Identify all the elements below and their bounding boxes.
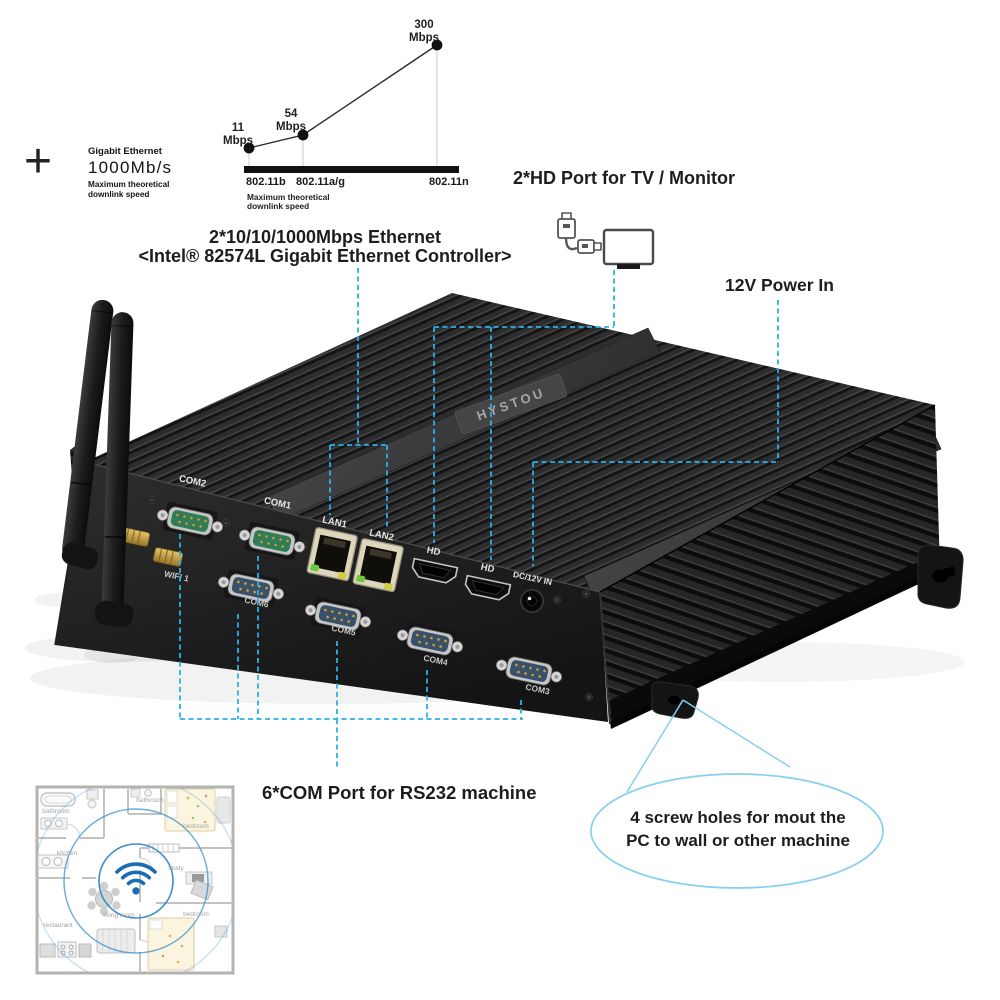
antenna-elbow-2: [94, 600, 134, 628]
wifi-icon: [115, 862, 157, 895]
tick-802-11b: 802.11b: [246, 176, 286, 188]
port-com4: [394, 619, 466, 663]
monitor-icon: [602, 228, 655, 269]
chart-caption-line2: downlink speed: [247, 201, 309, 211]
port-com3: [493, 649, 565, 693]
wifi-range-circles: [38, 788, 232, 972]
data-point-802-11n: [431, 39, 443, 51]
room-living: living room: [103, 912, 134, 919]
gigabit-caption-line1: Maximum theoretical: [88, 180, 170, 189]
ethernet-callout-line2: <Intel® 82574L Gigabit Ethernet Controll…: [138, 246, 512, 267]
room-bedroom1: bedroom: [183, 823, 209, 830]
ethernet-callout-line: [329, 268, 388, 528]
point-value-1: 11: [232, 122, 245, 134]
point-unit-3: Mbps: [409, 32, 439, 44]
chart-axis: [244, 166, 459, 173]
port-lan2: [352, 537, 405, 593]
port-com6: [215, 566, 287, 610]
hdmi-cable-icon: [557, 212, 602, 254]
annotation-dashed-lines: [179, 268, 779, 770]
power-callout-line: [532, 300, 779, 566]
ethernet-callout-line1: 2*10/10/1000Mbps Ethernet: [208, 227, 442, 247]
screw-holes-line1: 4 screw holes for mout the: [630, 808, 846, 827]
floorplan-room-labels: bathroom bathroom bedroom kitchen study …: [42, 797, 209, 929]
room-study: study: [168, 865, 184, 872]
wifi-speed-chart: 11 Mbps 54 Mbps 300 Mbps 802.11b 802.11a…: [223, 19, 469, 211]
power-callout-text: 12V Power In: [725, 275, 834, 295]
label-lan1: LAN1: [321, 515, 348, 531]
point-unit-1: Mbps: [223, 135, 253, 147]
gigabit-caption-line2: downlink speed: [88, 189, 150, 199]
data-point-802-11b: [243, 142, 255, 154]
room-kitchen: kitchen: [57, 850, 78, 857]
sma-connector-2: [152, 547, 184, 567]
point-value-2: 54: [285, 108, 298, 120]
hd-callout-line: [433, 270, 615, 560]
point-unit-2: Mbps: [276, 121, 306, 133]
screw-callout-pointer-lines: [626, 699, 791, 793]
room-bedroom2: bedroom: [183, 911, 209, 918]
wifi-antenna-1: [62, 299, 114, 561]
port-com5: [302, 594, 374, 638]
room-restaurant: restaurant: [43, 922, 72, 929]
plus-icon: +: [24, 135, 53, 188]
hdmi-monitor-icon: [557, 212, 655, 269]
gigabit-ethernet-note: Gigabit Ethernet 1000Mb/s Maximum theore…: [88, 146, 172, 199]
com-callout-line: [179, 534, 523, 770]
wifi-antenna-2: [101, 312, 134, 625]
com-ports-callout-text: 6*COM Port for RS232 machine: [262, 782, 537, 803]
tick-802-11n: 802.11n: [429, 176, 469, 188]
screw-callout-ellipse: [590, 773, 884, 889]
antenna-elbow-1: [61, 542, 99, 570]
right-side-fins: [600, 405, 940, 724]
ethernet-callout-text: 2*10/10/1000Mbps Ethernet <Intel® 82574L…: [120, 227, 530, 267]
gigabit-speed: 1000Mb/s: [88, 158, 173, 177]
screw-holes-callout: [590, 699, 884, 889]
mini-pc-photo: HYSTOU: [54, 293, 964, 729]
room-bathroom1: bathroom: [42, 808, 69, 815]
room-bathroom2: bathroom: [136, 797, 163, 804]
chart-caption-line1: Maximum theoretical: [247, 192, 330, 202]
gigabit-title: Gigabit Ethernet: [88, 146, 162, 157]
data-point-802-11ag: [297, 129, 309, 141]
tick-802-11ag: 802.11a/g: [296, 176, 345, 188]
port-dc-jack: [520, 589, 544, 613]
label-hd1: HD: [426, 545, 442, 559]
label-hd2: HD: [480, 562, 496, 576]
hd-ports-callout-text: 2*HD Port for TV / Monitor: [513, 168, 735, 188]
screw-holes-line2: PC to wall or other machine: [626, 830, 850, 850]
point-value-3: 300: [414, 19, 433, 31]
port-com2: [154, 499, 226, 543]
port-lan1: [306, 526, 359, 582]
port-com1: [236, 519, 308, 563]
label-lan2: LAN2: [368, 528, 395, 544]
screw-holes-callout-text: 4 screw holes for mout the PC to wall or…: [597, 807, 879, 853]
floorplan-illustration: bathroom bathroom bedroom kitchen study …: [35, 785, 235, 975]
